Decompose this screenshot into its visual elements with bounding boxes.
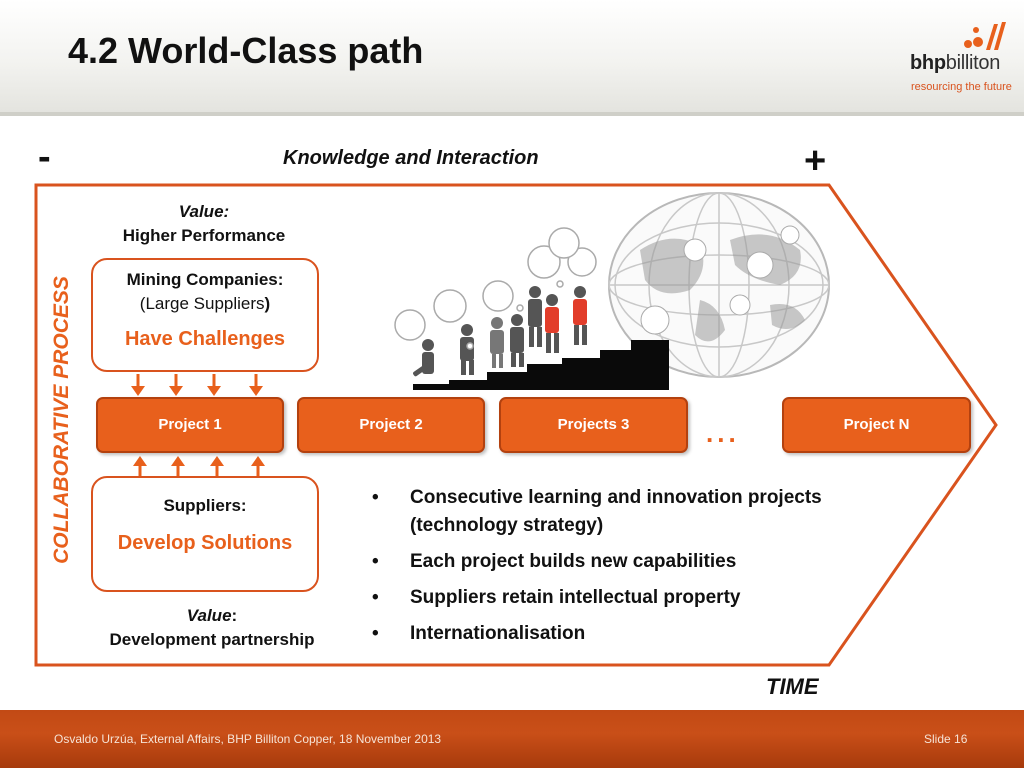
staircase-icon [413, 340, 669, 390]
axis-plus: + [804, 140, 827, 182]
knowledge-axis-label: Knowledge and Interaction [283, 147, 539, 169]
bullet-item: Suppliers retain intellectual property [372, 584, 932, 612]
suppliers-box-title: Suppliers: [163, 496, 247, 515]
slide-number: Slide 16 [924, 732, 968, 746]
suppliers-box: Suppliers: Develop Solutions [91, 476, 319, 592]
suppliers-box-highlight: Develop Solutions [117, 532, 293, 554]
mining-box-subtitle: (Large Suppliers) [93, 292, 317, 316]
up-arrows [133, 456, 265, 476]
bhp-logo-mark-icon [964, 22, 1006, 50]
logo-tagline: resourcing the future [911, 81, 1012, 93]
value-bottom-label: Value [186, 606, 232, 625]
people-icon [413, 286, 587, 377]
down-arrows [131, 374, 263, 396]
value-bottom-text: Development partnership [109, 630, 315, 649]
logo-wordmark: bhpbilliton [910, 52, 1000, 75]
axis-minus: - [38, 136, 51, 178]
chevron-frame [34, 183, 998, 667]
mining-box-highlight: Have Challenges [124, 328, 286, 350]
slide-title: 4.2 World-Class path [68, 30, 424, 71]
bullet-item: Consecutive learning and innovation proj… [372, 484, 932, 540]
value-top-text: Higher Performance [122, 226, 286, 245]
collaborative-process-label: COLLABORATIVE PROCESS [50, 276, 73, 564]
project-2-box: Project 2 [297, 397, 485, 453]
logo-bhp: bhp [910, 52, 946, 74]
collaborative-frame [34, 183, 998, 667]
slide-footer: Osvaldo Urzúa, External Affairs, BHP Bil… [0, 710, 1024, 768]
time-axis-label: TIME [766, 674, 819, 699]
bullet-list: Consecutive learning and innovation proj… [372, 484, 932, 656]
logo-billiton: billiton [945, 52, 1001, 74]
bullet-item: Internationalisation [372, 620, 932, 648]
mining-box-title: Mining Companies: [126, 270, 284, 289]
value-top-label: Value: [178, 202, 230, 221]
value-bottom: Value: Development partnership [86, 604, 338, 652]
value-bottom-colon: : [231, 606, 238, 625]
thought-bubbles-icon [394, 227, 597, 350]
ellipsis: ... [706, 418, 740, 448]
globe-icon [608, 192, 830, 378]
footer-credit: Osvaldo Urzúa, External Affairs, BHP Bil… [54, 732, 442, 746]
project-3-box: Projects 3 [499, 397, 688, 453]
project-n-box: Project N [782, 397, 971, 453]
project-1-box: Project 1 [96, 397, 284, 453]
mining-box-sub-close: ) [264, 294, 271, 313]
mining-companies-box: Mining Companies: (Large Suppliers) Have… [91, 258, 319, 372]
header-divider [0, 112, 1024, 116]
value-top: Value: Higher Performance [104, 200, 304, 248]
slide-header [0, 0, 1024, 112]
mining-box-sub-open: (Large Suppliers [139, 294, 265, 313]
bullet-item: Each project builds new capabilities [372, 548, 932, 576]
